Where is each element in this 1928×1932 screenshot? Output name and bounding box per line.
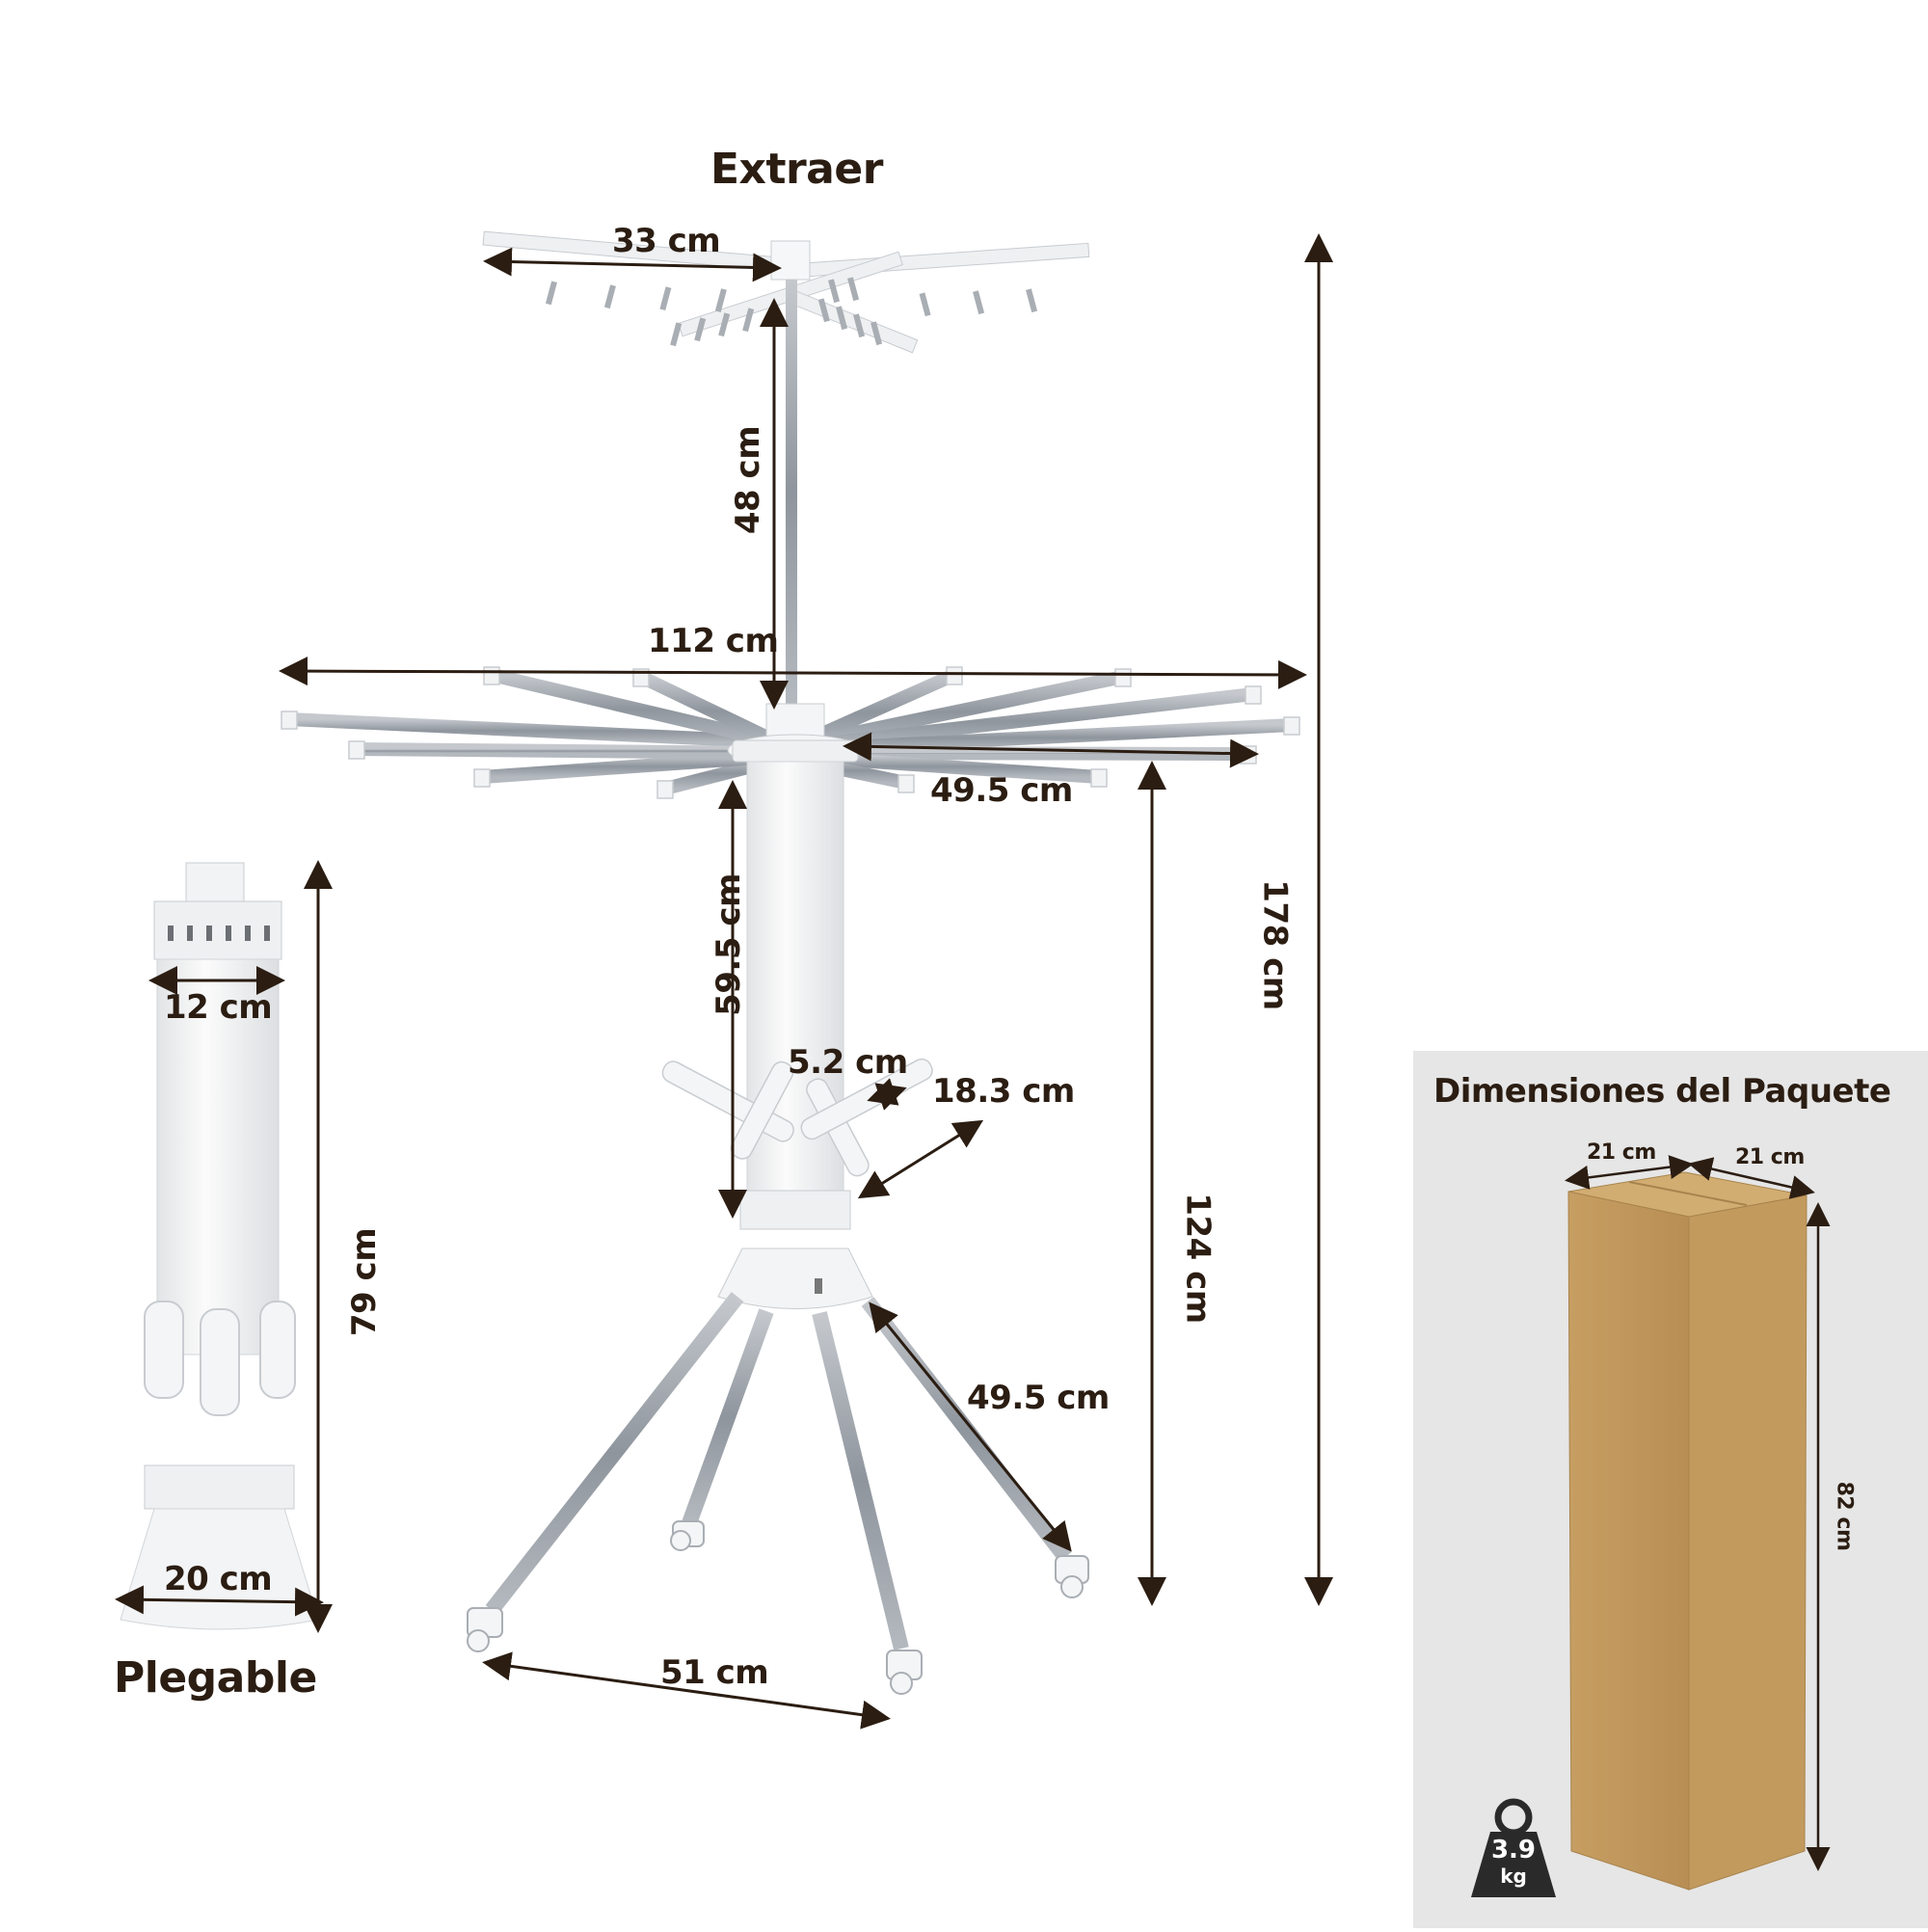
dim-column: 59.5 cm — [709, 873, 748, 1016]
dim-leg: 49.5 cm — [967, 1379, 1110, 1417]
dim-box-depth: 21 cm — [1735, 1145, 1805, 1169]
dim-folded-top: 12 cm — [164, 988, 273, 1027]
dim-span: 112 cm — [648, 622, 779, 660]
weight-unit: kg — [1500, 1865, 1527, 1888]
folded-rack — [120, 862, 319, 1630]
dim-hook-gap: 5.2 cm — [788, 1043, 908, 1082]
weight-value: 3.9 — [1490, 1836, 1537, 1865]
rack-column — [661, 761, 933, 1309]
package-box — [1567, 1171, 1808, 1891]
dim-box-height: 82 cm — [1832, 1481, 1857, 1551]
dim-folded-base: 20 cm — [164, 1560, 273, 1598]
dim-arm: 49.5 cm — [930, 771, 1073, 810]
dim-top-pole: 48 cm — [729, 425, 768, 535]
rack-top-tier — [482, 230, 1090, 704]
package-arrows — [1565, 1155, 1831, 1871]
dim-base: 51 cm — [660, 1653, 769, 1692]
dim-top-arm: 33 cm — [612, 222, 721, 260]
dim-height-mid: 124 cm — [1178, 1193, 1218, 1324]
foldable-label: Plegable — [114, 1653, 317, 1703]
extract-label: Extraer — [710, 145, 883, 194]
dimension-arrows — [115, 233, 1333, 1730]
weight-icon — [1471, 1798, 1556, 1897]
dim-height-total: 178 cm — [1255, 879, 1295, 1010]
rack-legs — [467, 1292, 1089, 1695]
dim-box-width: 21 cm — [1587, 1140, 1656, 1165]
dim-hook-length: 18.3 cm — [932, 1072, 1075, 1111]
dim-folded-height: 79 cm — [345, 1227, 385, 1337]
package-title: Dimensiones del Paquete — [1433, 1072, 1891, 1111]
